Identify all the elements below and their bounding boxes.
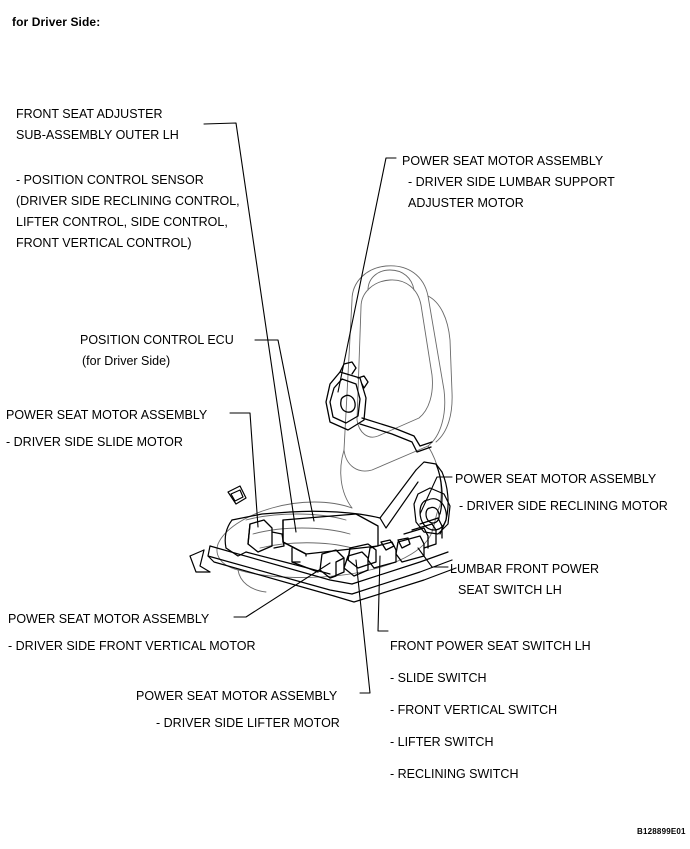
label-line: - RECLINING SWITCH xyxy=(390,767,519,781)
label-line: POWER SEAT MOTOR ASSEMBLY xyxy=(6,408,208,422)
label-reclining-motor: POWER SEAT MOTOR ASSEMBLY - DRIVER SIDE … xyxy=(455,469,668,517)
label-position-control-ecu: POSITION CONTROL ECU (for Driver Side) xyxy=(80,330,234,372)
label-line: - LIFTER SWITCH xyxy=(390,735,494,749)
label-line: LUMBAR FRONT POWER xyxy=(450,562,600,576)
label-line: FRONT VERTICAL CONTROL) xyxy=(16,236,192,250)
label-line: FRONT POWER SEAT SWITCH LH xyxy=(390,639,591,653)
label-lumbar-support-motor: POWER SEAT MOTOR ASSEMBLY - DRIVER SIDE … xyxy=(402,151,615,214)
label-line: SUB-ASSEMBLY OUTER LH xyxy=(16,128,179,142)
label-line: SEAT SWITCH LH xyxy=(458,583,562,597)
label-subtitle: (for Driver Side) xyxy=(82,354,171,368)
label-line: POWER SEAT MOTOR ASSEMBLY xyxy=(455,472,657,486)
label-front-vertical-motor: POWER SEAT MOTOR ASSEMBLY - DRIVER SIDE … xyxy=(8,609,256,657)
label-front-seat-adjuster: FRONT SEAT ADJUSTER SUB-ASSEMBLY OUTER L… xyxy=(16,104,179,146)
label-lumbar-front-power-seat-switch: LUMBAR FRONT POWER SEAT SWITCH LH xyxy=(450,559,599,601)
label-line: POWER SEAT MOTOR ASSEMBLY xyxy=(136,689,338,703)
label-line: - DRIVER SIDE LIFTER MOTOR xyxy=(156,716,340,730)
label-line: ADJUSTER MOTOR xyxy=(408,196,524,210)
figure-code: B128899E01 xyxy=(637,827,686,836)
label-line: POWER SEAT MOTOR ASSEMBLY xyxy=(8,612,210,626)
label-line: - DRIVER SIDE SLIDE MOTOR xyxy=(6,435,183,449)
label-line: - DRIVER SIDE FRONT VERTICAL MOTOR xyxy=(8,639,256,653)
label-line: - FRONT VERTICAL SWITCH xyxy=(390,703,558,717)
label-front-power-seat-switch: FRONT POWER SEAT SWITCH LH - SLIDE SWITC… xyxy=(390,630,591,790)
label-line: - DRIVER SIDE LUMBAR SUPPORT xyxy=(408,175,615,189)
label-lifter-motor: POWER SEAT MOTOR ASSEMBLY - DRIVER SIDE … xyxy=(136,686,340,734)
label-line: FRONT SEAT ADJUSTER xyxy=(16,107,163,121)
page-heading: for Driver Side: xyxy=(12,15,101,29)
label-line: POWER SEAT MOTOR ASSEMBLY xyxy=(402,154,604,168)
label-line: - SLIDE SWITCH xyxy=(390,671,487,685)
label-line: (DRIVER SIDE RECLINING CONTROL, xyxy=(16,194,240,208)
label-position-control-sensor: - POSITION CONTROL SENSOR (DRIVER SIDE R… xyxy=(16,170,240,254)
label-line: LIFTER CONTROL, SIDE CONTROL, xyxy=(16,215,228,229)
label-line: - POSITION CONTROL SENSOR xyxy=(16,173,204,187)
label-line: - DRIVER SIDE RECLINING MOTOR xyxy=(459,499,668,513)
label-slide-motor: POWER SEAT MOTOR ASSEMBLY - DRIVER SIDE … xyxy=(6,405,207,453)
label-line: POSITION CONTROL ECU xyxy=(80,333,234,347)
